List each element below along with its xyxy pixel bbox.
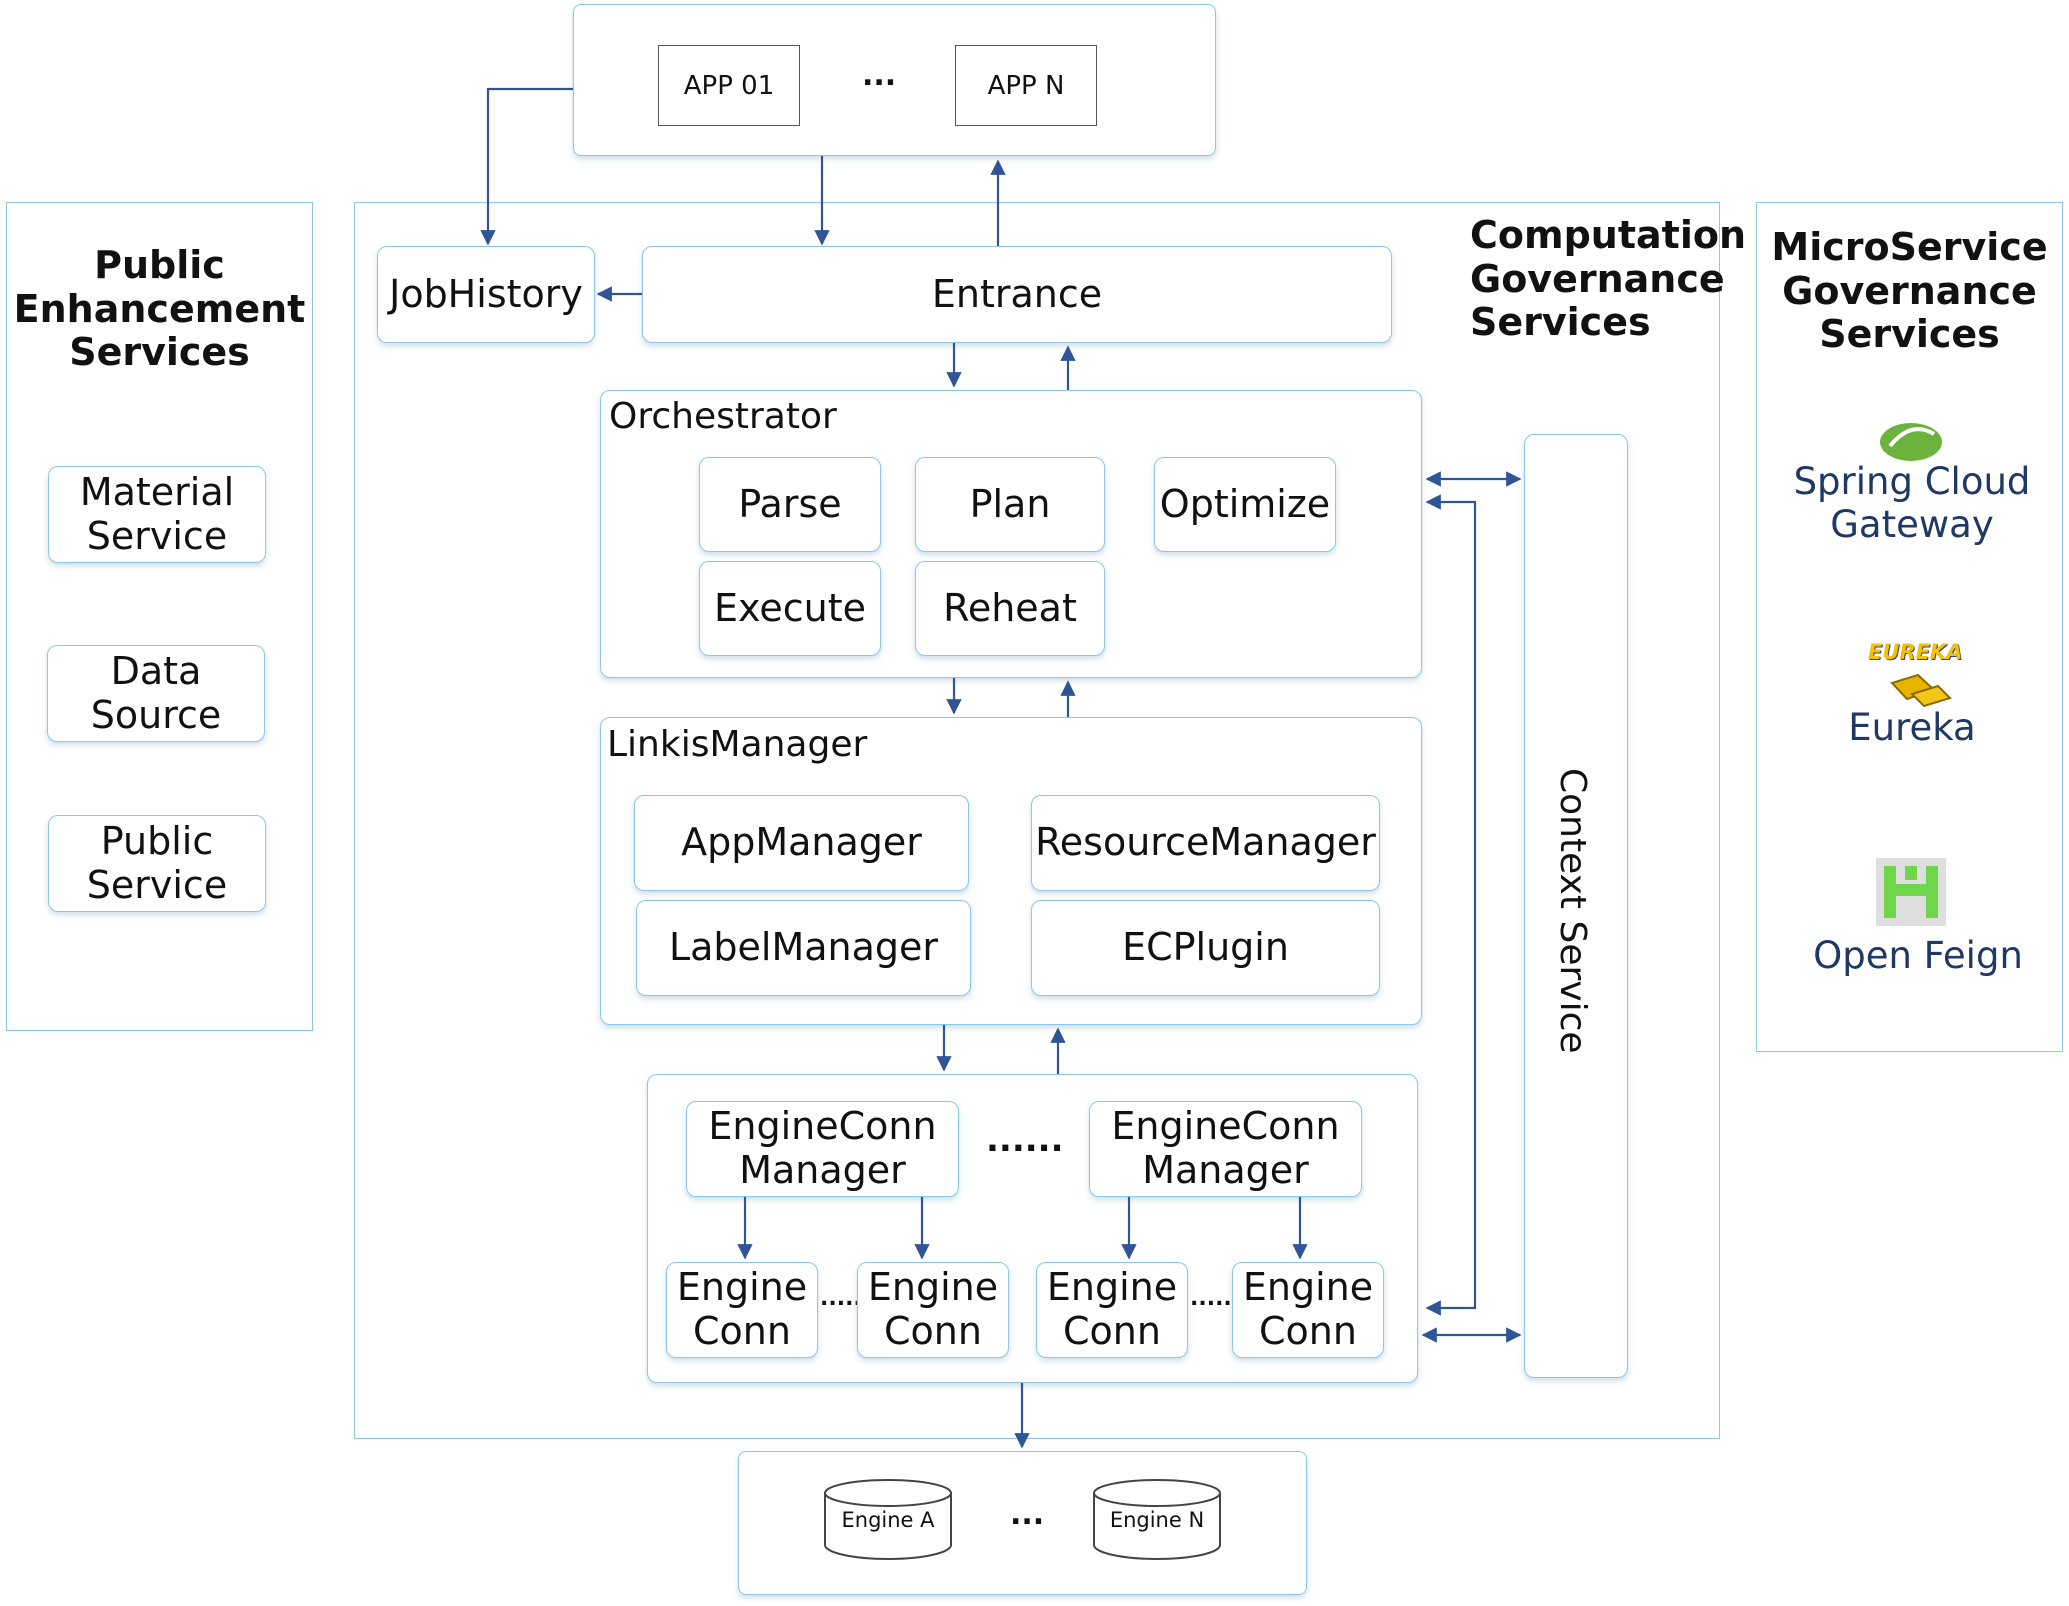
app-manager-box[interactable]: AppManager xyxy=(634,795,969,891)
reheat-box[interactable]: Reheat xyxy=(915,561,1105,656)
engine-conn-box-2[interactable]: Engine Conn xyxy=(857,1262,1009,1358)
engine-conn-box-1[interactable]: Engine Conn xyxy=(666,1262,818,1358)
engines-ellipsis: ... xyxy=(1010,1497,1045,1532)
optimize-box[interactable]: Optimize xyxy=(1154,457,1336,552)
engine-conn-box-3[interactable]: Engine Conn xyxy=(1036,1262,1188,1358)
engineconn-manager-box-1[interactable]: EngineConn Manager xyxy=(686,1101,959,1197)
public-service-box[interactable]: Public Service xyxy=(48,815,266,912)
context-service-panel[interactable] xyxy=(1524,434,1628,1378)
label-manager-box[interactable]: LabelManager xyxy=(636,900,971,996)
material-service-box[interactable]: Material Service xyxy=(48,466,266,563)
app-first[interactable]: APP 01 xyxy=(658,45,800,126)
execute-box[interactable]: Execute xyxy=(699,561,881,656)
ecm-ellipsis: ...... xyxy=(986,1120,1064,1160)
engine-n-label[interactable]: Engine N xyxy=(1109,1508,1205,1532)
jobhistory-box[interactable]: JobHistory xyxy=(377,246,595,343)
engine-a-label[interactable]: Engine A xyxy=(841,1508,935,1532)
open-feign-label[interactable]: Open Feign xyxy=(1813,934,2023,977)
linkis-manager-title: LinkisManager xyxy=(607,724,868,765)
spring-cloud-gateway-label[interactable]: Spring Cloud Gateway xyxy=(1793,460,2031,546)
parse-box[interactable]: Parse xyxy=(699,457,881,552)
resource-manager-box[interactable]: ResourceManager xyxy=(1031,795,1380,891)
data-source-box[interactable]: Data Source xyxy=(47,645,265,742)
app-last[interactable]: APP N xyxy=(955,45,1097,126)
public-enhancement-title: Public Enhancement Services xyxy=(13,243,306,375)
ec-ellipsis-2: ...... xyxy=(1190,1286,1241,1311)
entrance-box[interactable]: Entrance xyxy=(642,246,1392,343)
orchestrator-title: Orchestrator xyxy=(609,396,837,437)
eureka-label[interactable]: Eureka xyxy=(1848,706,1976,749)
engine-conn-box-4[interactable]: Engine Conn xyxy=(1232,1262,1384,1358)
context-service-label: Context Service xyxy=(1552,768,1593,1054)
ecplugin-box[interactable]: ECPlugin xyxy=(1031,900,1380,996)
apps-ellipsis: ... xyxy=(862,58,897,93)
plan-box[interactable]: Plan xyxy=(915,457,1105,552)
engineconn-manager-box-2[interactable]: EngineConn Manager xyxy=(1089,1101,1362,1197)
computation-governance-title: Computation Governance Services xyxy=(1470,213,1747,345)
microservice-governance-title: MicroService Governance Services xyxy=(1771,225,2048,357)
eureka-logo-text: EUREKA xyxy=(1868,640,1963,664)
